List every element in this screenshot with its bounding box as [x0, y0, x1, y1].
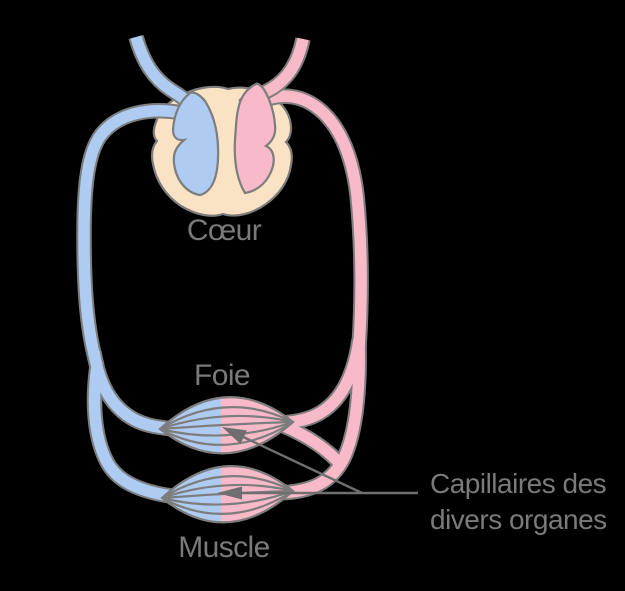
pink-muscle-branch: [277, 344, 365, 499]
heart-left-chamber-blue: [171, 91, 220, 197]
heart-right-chamber-pink: [233, 82, 277, 195]
muscle-capillary-strands: [161, 475, 294, 516]
pink-trunk: [249, 90, 367, 348]
pointer-arrowheads: [217, 427, 247, 500]
muscle-capillary-bed: [160, 465, 295, 524]
muscle-capillary-fill-blue: [162, 466, 221, 523]
blue-vessel-fills: [78, 35, 202, 503]
pink-vessel-fills: [249, 90, 367, 499]
muscle-capillary-fill-pink: [221, 466, 293, 523]
muscle-label: Muscle: [178, 531, 270, 564]
pink-liver-branch: [280, 339, 365, 429]
heart-label: Cœur: [186, 214, 262, 247]
pointer-line-liver: [237, 433, 363, 495]
liver-capillary-strands: [159, 405, 294, 447]
liver-label: Foie: [194, 359, 251, 392]
capillaries-caption: Capillaires des divers organes: [430, 466, 607, 538]
arrowhead-liver-icon: [222, 427, 247, 444]
capillaries-caption-line1: Capillaires des: [430, 468, 607, 499]
heart-chambers: [171, 82, 277, 197]
capillaries-caption-line2: divers organes: [430, 504, 607, 535]
pink-vessel-circuit: [238, 37, 369, 501]
blue-vessel-circuit: [76, 34, 203, 505]
annotation-pointers: [217, 427, 418, 500]
blue-trunk: [78, 105, 184, 368]
arrowhead-muscle-icon: [217, 486, 242, 500]
blue-muscle-branch: [88, 365, 179, 503]
